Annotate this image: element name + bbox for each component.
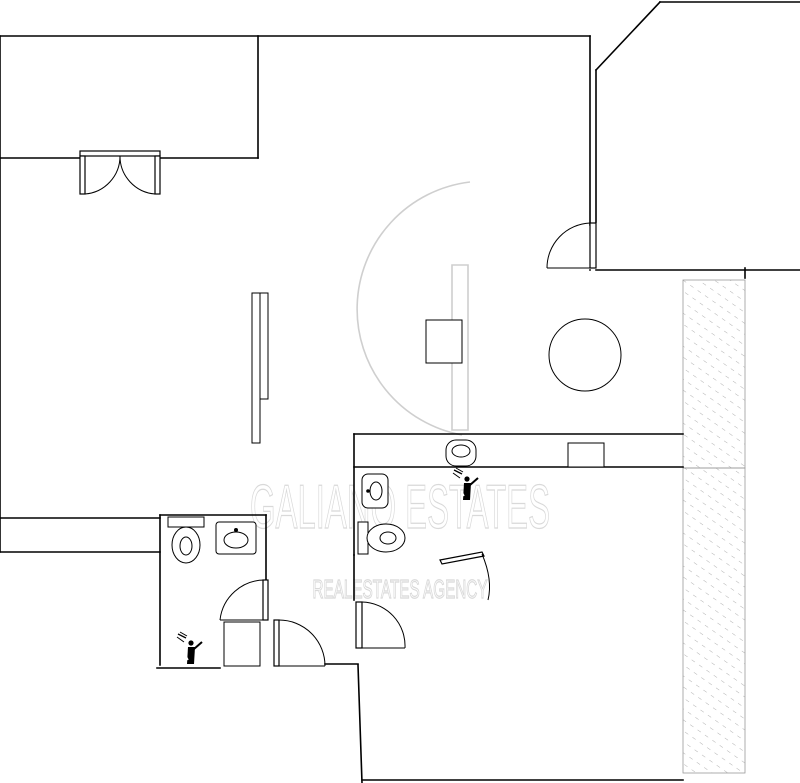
door-corridor [273,619,326,667]
arc-logo-icon [356,181,471,436]
shower-person-icon [452,467,479,500]
furniture [425,318,622,468]
watermark-tagline: REALESTATES AGENCY [313,574,488,604]
left-bathroom-fixtures [167,516,261,667]
toilet-bowl [171,526,201,564]
door-top-right-room [546,222,597,269]
partition-wall-b [259,292,269,400]
round-table [548,318,622,392]
toilet-tank [167,516,205,528]
washbasin [215,521,257,555]
door-lower-room [355,601,406,649]
square-table [425,319,463,364]
balcony-upper [682,279,746,469]
right-bathroom-fixtures [357,439,479,555]
balcony-strip [682,279,746,774]
door-right-bath-angled [439,551,490,601]
toilet-bowl-right [366,523,406,553]
cooktop [567,442,605,468]
shower-person-icon [176,631,203,664]
shower-tray [223,621,261,667]
balcony-lower [682,467,746,774]
doors [79,150,597,667]
washbasin-right [361,473,389,509]
kitchen-sink [445,439,477,467]
double-door [79,150,161,195]
partition-wall-a [251,292,261,444]
door-left-bath [219,579,269,621]
